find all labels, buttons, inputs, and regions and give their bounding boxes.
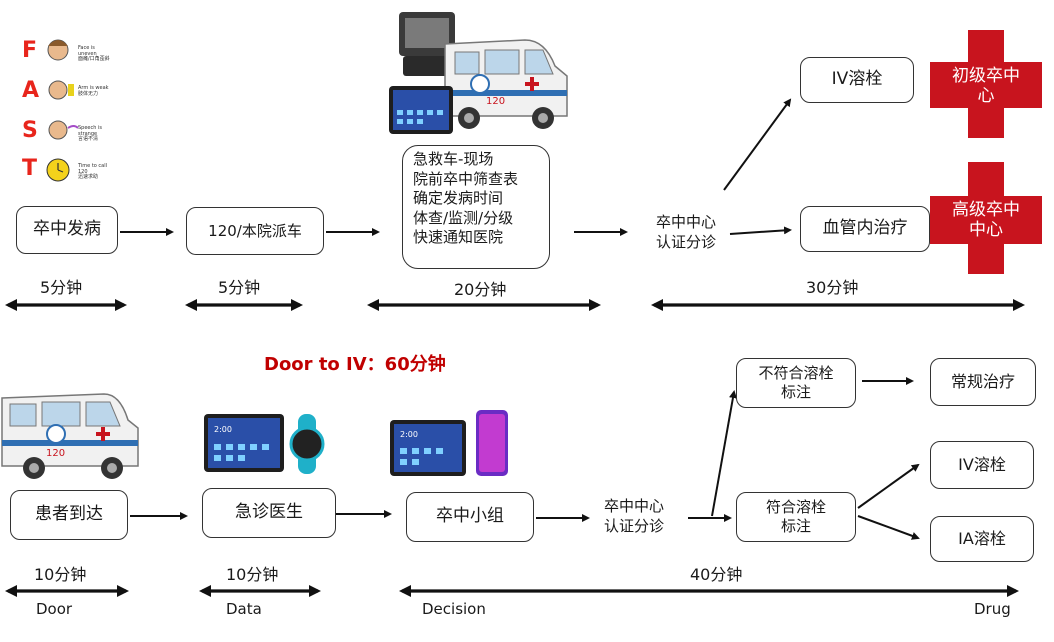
primary-center-cross: 初级卒中心: [930, 30, 1042, 138]
amb-number-top: 120: [486, 96, 505, 107]
ambulance-bottom-illustration: 120: [1, 393, 139, 479]
endovascular-box: 血管内治疗: [800, 206, 930, 252]
ia-box: IA溶栓: [930, 516, 1034, 562]
bottom-triage-text: 卒中中心认证分诊: [603, 497, 664, 536]
er-doctor-label: 急诊医生: [235, 502, 303, 523]
not-eligible-box: 不符合溶栓标注: [736, 358, 856, 408]
ambulance-tasks-box: 急救车-现场 院前卒中筛查表 确定发病时间 体查/监测/分级 快速通知医院: [402, 145, 550, 269]
label-data: Data: [226, 600, 262, 618]
top-triage-text: 卒中中心认证分诊: [655, 213, 716, 252]
tablet-time-2: 2:00: [400, 430, 418, 439]
bottom-iv-label: IV溶栓: [958, 455, 1006, 474]
endovascular-label: 血管内治疗: [822, 218, 908, 239]
eligible-line-2: 标注: [780, 517, 811, 535]
stroke-team-box: 卒中小组: [406, 492, 534, 542]
dispatch-label: 120/本院派车: [208, 221, 302, 240]
time-top-1: 5分钟: [40, 278, 83, 297]
ambulance-task-3: 确定发病时间: [413, 189, 504, 207]
dispatch-box: 120/本院派车: [186, 207, 324, 255]
stroke-team-label: 卒中小组: [436, 506, 504, 527]
fast-letter-t: T: [22, 156, 38, 181]
tablet-time-1: 2:00: [214, 425, 232, 434]
ambulance-task-2: 院前卒中筛查表: [413, 169, 519, 188]
ambulance-task-4: 体查/监测/分级: [413, 208, 514, 227]
fast-illustrations: [46, 39, 79, 182]
er-doctor-box: 急诊医生: [202, 488, 336, 538]
label-door: Door: [36, 600, 73, 618]
time-bottom-3: 40分钟: [690, 565, 743, 584]
primary-center-label: 初级卒中心: [952, 66, 1020, 107]
stroke-onset-label: 卒中发病: [33, 219, 101, 240]
door-to-iv-headline: Door to IV：60分钟: [264, 354, 446, 375]
advanced-center-cross: 高级卒中中心: [930, 162, 1042, 274]
stroke-onset-box: 卒中发病: [16, 206, 118, 254]
time-top-2: 5分钟: [218, 278, 261, 297]
amb-number-bottom: 120: [46, 448, 65, 459]
advanced-center-label: 高级卒中中心: [952, 200, 1020, 241]
ambulance-kit-illustration: 120: [389, 12, 568, 134]
eligible-line-1: 符合溶栓: [765, 498, 826, 517]
time-bottom-2: 10分钟: [226, 565, 279, 584]
conventional-treatment-label: 常规治疗: [950, 372, 1015, 391]
ia-label: IA溶栓: [958, 529, 1006, 548]
tablet-phone-illustration: 2:00: [390, 410, 508, 476]
patient-arrival-box: 患者到达: [10, 490, 128, 540]
not-eligible-line-1: 不符合溶栓: [758, 364, 834, 383]
top-iv-label: IV溶栓: [831, 69, 883, 90]
patient-arrival-label: 患者到达: [35, 504, 103, 525]
top-iv-box: IV溶栓: [800, 57, 914, 103]
fast-letter-s: S: [22, 118, 38, 143]
ambulance-task-5: 快速通知医院: [413, 228, 504, 246]
time-top-3: 20分钟: [454, 280, 507, 299]
eligible-box: 符合溶栓标注: [736, 492, 856, 542]
ambulance-task-1: 急救车-现场: [413, 150, 494, 168]
bottom-iv-box: IV溶栓: [930, 441, 1034, 489]
fast-letter-f: F: [22, 38, 38, 63]
time-bottom-1: 10分钟: [34, 565, 87, 584]
time-top-4: 30分钟: [806, 278, 859, 297]
label-decision: Decision: [422, 600, 486, 618]
conventional-treatment-box: 常规治疗: [930, 358, 1036, 406]
label-drug: Drug: [974, 600, 1011, 618]
not-eligible-line-2: 标注: [780, 383, 811, 401]
fast-letter-a: A: [22, 78, 40, 103]
tablet-watch-illustration: 2:00: [204, 414, 325, 474]
